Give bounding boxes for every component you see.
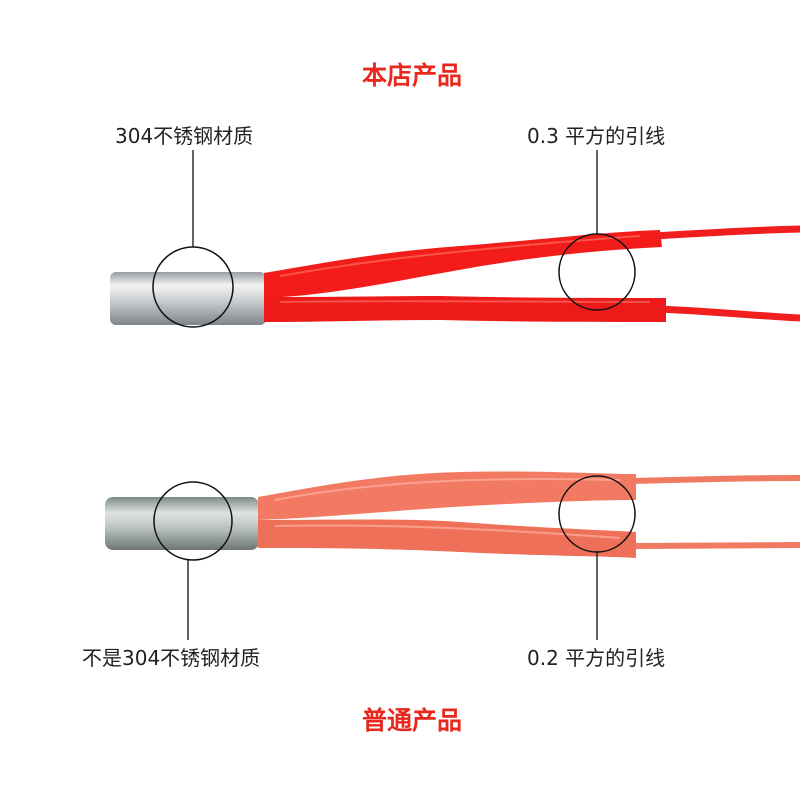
label-bottom-right: 0.2 平方的引线 xyxy=(527,646,666,670)
bottom-heading: 普通产品 xyxy=(361,706,463,735)
label-top-left: 304不锈钢材质 xyxy=(115,124,254,148)
top-heater-cartridge xyxy=(110,225,800,325)
bottom-heater-cartridge xyxy=(105,471,800,558)
top-heading: 本店产品 xyxy=(361,61,463,90)
label-bottom-left: 不是304不锈钢材质 xyxy=(82,646,261,670)
label-top-right: 0.3 平方的引线 xyxy=(527,124,666,148)
highlight-circle-bottom-left xyxy=(153,481,233,561)
